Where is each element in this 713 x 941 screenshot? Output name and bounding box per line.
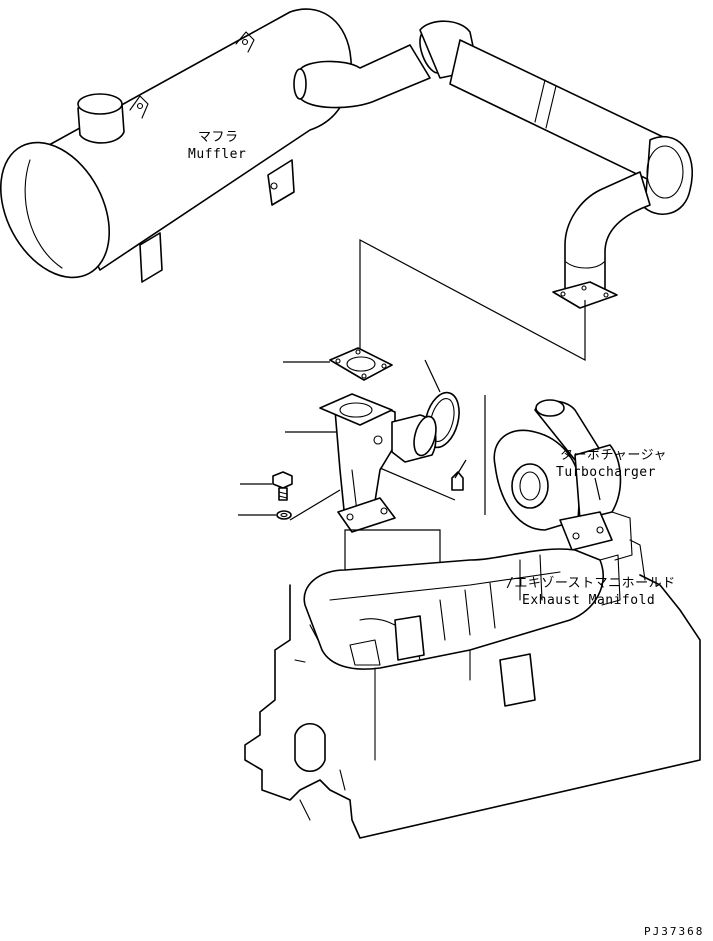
turbocharger: [493, 399, 633, 561]
gasket: [329, 347, 393, 381]
turbo-label-en: Turbocharger: [556, 465, 656, 480]
manifold-label-en: Exhaust Manifold: [522, 593, 656, 608]
muffler-label-jp: マフラ: [198, 130, 239, 145]
exhaust-pipe: [293, 20, 693, 309]
bolt: [272, 471, 293, 501]
manifold-label-jp: /エキゾーストマニホールド: [506, 576, 676, 591]
engine-block: [244, 539, 701, 839]
stud: [451, 471, 464, 491]
muffler-label-en: Muffler: [188, 147, 247, 162]
exhaust-elbow: [319, 393, 437, 533]
figure-code: PJ37368: [644, 925, 705, 938]
turbo-label-jp: ターボチャージャ: [560, 448, 667, 463]
muffler: [0, 8, 352, 283]
washer: [276, 510, 292, 520]
